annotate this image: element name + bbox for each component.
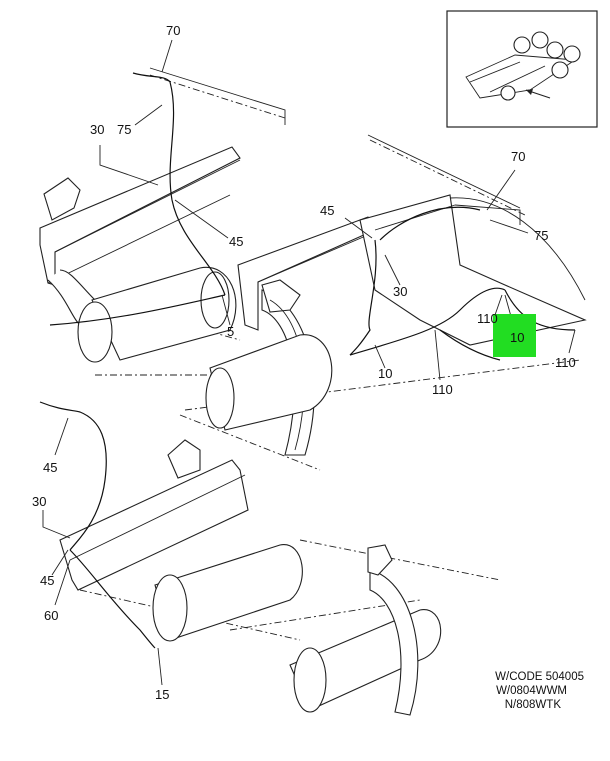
callout-label: 75 bbox=[117, 122, 131, 137]
upper-left-fuel-tank bbox=[77, 266, 237, 363]
callout-label: 30 bbox=[393, 284, 407, 299]
callout-label: 15 bbox=[155, 687, 169, 702]
callout-label: 30 bbox=[32, 494, 46, 509]
callout-label: 75 bbox=[534, 228, 548, 243]
callout-label-highlighted: 10 bbox=[510, 330, 524, 345]
callout-label: 30 bbox=[90, 122, 104, 137]
callout-label: 45 bbox=[320, 203, 334, 218]
option-code-line: N/808WTK bbox=[505, 699, 562, 711]
callout-label: 110 bbox=[432, 382, 453, 397]
callout-label: 10 bbox=[378, 366, 392, 381]
callout-label: 110 bbox=[477, 311, 498, 326]
callout-label: 70 bbox=[166, 23, 180, 38]
locator-inset bbox=[446, 10, 598, 128]
option-code-line: W/0804WWM bbox=[496, 685, 567, 697]
callout-label: 45 bbox=[40, 573, 54, 588]
lower-frame-rail bbox=[59, 439, 501, 641]
callout-label: 70 bbox=[511, 149, 525, 164]
option-codes: W/CODE 504005 W/0804WWM N/808WTK bbox=[495, 671, 584, 711]
center-frame-rail bbox=[179, 134, 587, 471]
callout-label: 110 bbox=[555, 355, 576, 370]
center-fuel-tank bbox=[205, 334, 333, 431]
lower-fender bbox=[367, 544, 419, 716]
option-code-line: W/CODE 504005 bbox=[495, 671, 584, 683]
harness-cables bbox=[39, 72, 576, 649]
callout-label: 45 bbox=[43, 460, 57, 475]
callout-label: 60 bbox=[44, 608, 58, 623]
callout-label: 5 bbox=[227, 324, 234, 339]
callout-labels: 70 75 30 45 5 45 70 75 30 110 10 10 110 … bbox=[32, 23, 576, 702]
highlight-box bbox=[493, 314, 536, 357]
callout-label: 45 bbox=[229, 234, 243, 249]
leader-lines bbox=[42, 39, 576, 686]
